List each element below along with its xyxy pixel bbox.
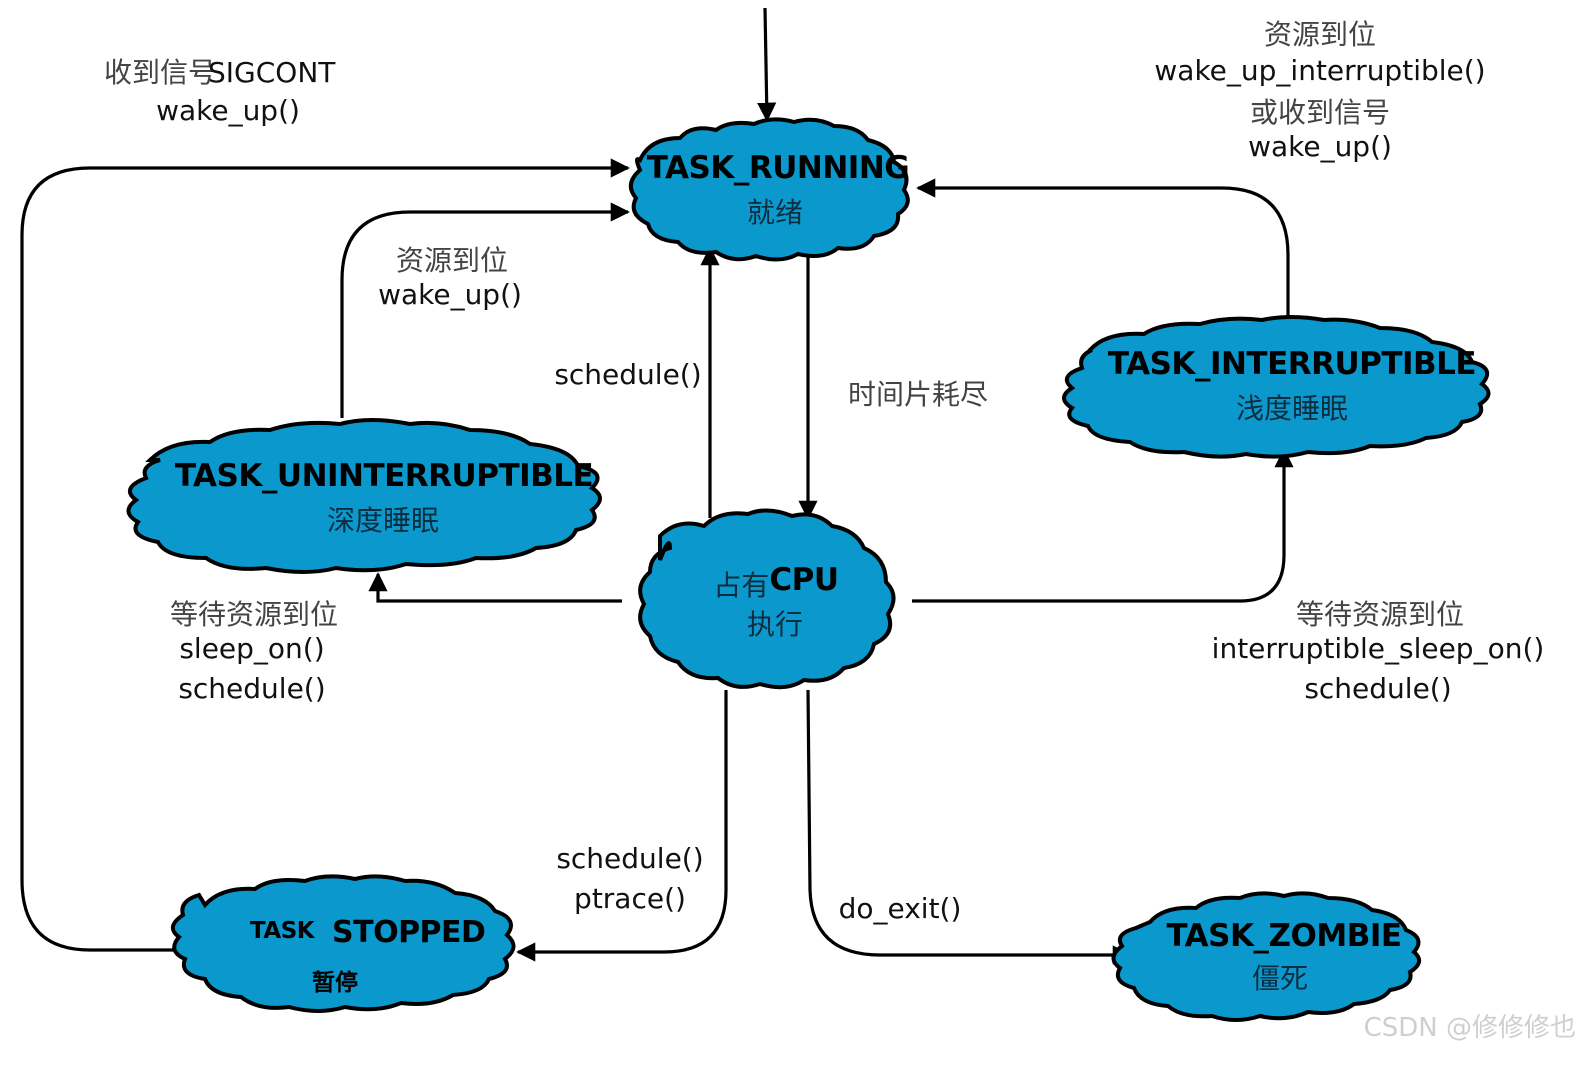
cloud-shape — [1111, 891, 1422, 1022]
label-stopped-to-running: 收到信号SIGCONT wake_up() — [104, 56, 336, 127]
label-unint-to-running: 资源到位 wake_up() — [378, 244, 522, 311]
state-title-bold: CPU — [769, 562, 838, 598]
edge-cpu-to-int — [912, 448, 1294, 603]
state-subtitle: 僵死 — [1252, 962, 1308, 995]
label-line-1: schedule() — [556, 842, 703, 875]
state-subtitle: 浅度睡眠 — [1236, 392, 1348, 425]
cloud-shape — [1062, 315, 1491, 459]
label-line-1: 等待资源到位 — [170, 598, 338, 631]
edge-cpu-to-stopped — [516, 690, 728, 962]
state-task-running: TASK_RUNNING 就绪 — [628, 117, 910, 262]
edge-cpu-to-unint — [368, 572, 622, 603]
label-cpu-to-running: schedule() — [554, 358, 701, 391]
cloud-shape — [171, 874, 516, 1013]
label-running-to-cpu: 时间片耗尽 — [848, 378, 988, 411]
cloud-shape — [126, 418, 602, 574]
state-task-stopped: TASK STOPPED 暂停 — [171, 874, 516, 1013]
label-line-2: sleep_on() — [179, 632, 324, 665]
state-title: TASK_RUNNING — [647, 150, 909, 186]
state-title-part-a: TASK — [250, 918, 316, 944]
state-title: TASK_INTERRUPTIBLE — [1108, 346, 1476, 382]
state-task-uninterruptible: TASK_UNINTERRUPTIBLE 深度睡眠 — [126, 418, 602, 574]
label-line-2: wake_up() — [156, 94, 300, 127]
cloud-shape — [638, 508, 896, 690]
label-line-3: schedule() — [1304, 672, 1451, 705]
label-cpu-to-unint: 等待资源到位 sleep_on() schedule() — [170, 598, 338, 705]
state-subtitle: 暂停 — [312, 969, 358, 996]
edge-int-to-running — [916, 178, 1290, 318]
state-subtitle: 深度睡眠 — [327, 504, 439, 537]
label-line-1: 等待资源到位 — [1296, 598, 1464, 631]
entry-edge — [757, 7, 777, 122]
state-title: TASK_UNINTERRUPTIBLE — [175, 458, 593, 494]
label-cpu-to-int: 等待资源到位 interruptible_sleep_on() schedule… — [1212, 598, 1545, 705]
label-line-3: schedule() — [178, 672, 325, 705]
state-subtitle: 执行 — [747, 608, 803, 641]
label-line-2: wake_up_interruptible() — [1154, 54, 1485, 87]
cloud-shape — [628, 117, 910, 262]
label-int-to-running: 资源到位 wake_up_interruptible() 或收到信号 wake_… — [1154, 18, 1485, 163]
label-line-1: 资源到位 — [1264, 18, 1376, 51]
label-line-2: wake_up() — [378, 278, 522, 311]
state-title-prefix: 占有 — [713, 569, 769, 602]
state-cpu: 占有CPU 执行 — [638, 508, 896, 690]
state-title-part-b: STOPPED — [332, 915, 485, 950]
label-line-1: 资源到位 — [396, 244, 508, 277]
state-task-zombie: TASK_ZOMBIE 僵死 — [1111, 891, 1422, 1022]
state-title: TASK — [250, 918, 316, 944]
label-cpu-to-zombie: do_exit() — [839, 892, 962, 925]
label-line-2: ptrace() — [574, 882, 686, 915]
watermark: CSDN @修修修也 — [1364, 1013, 1576, 1043]
label-cpu-to-stopped: schedule() ptrace() — [556, 842, 703, 915]
label-zh: 收到信号 — [104, 56, 216, 89]
state-subtitle: 就绪 — [747, 196, 803, 229]
edge-stopped-to-running — [20, 158, 630, 952]
edge-unint-to-running — [340, 202, 630, 418]
edge-cpu-to-zombie — [806, 689, 1132, 965]
state-title: 占有CPU — [713, 562, 838, 602]
label-line-3: 或收到信号 — [1250, 96, 1390, 129]
label-line-1: 收到信号SIGCONT — [104, 56, 336, 89]
label-line-4: wake_up() — [1248, 130, 1392, 163]
state-task-interruptible: TASK_INTERRUPTIBLE 浅度睡眠 — [1062, 315, 1491, 459]
label-line-2: interruptible_sleep_on() — [1212, 632, 1545, 665]
label-signal: SIGCONT — [208, 56, 336, 89]
state-title: TASK_ZOMBIE — [1166, 918, 1401, 954]
